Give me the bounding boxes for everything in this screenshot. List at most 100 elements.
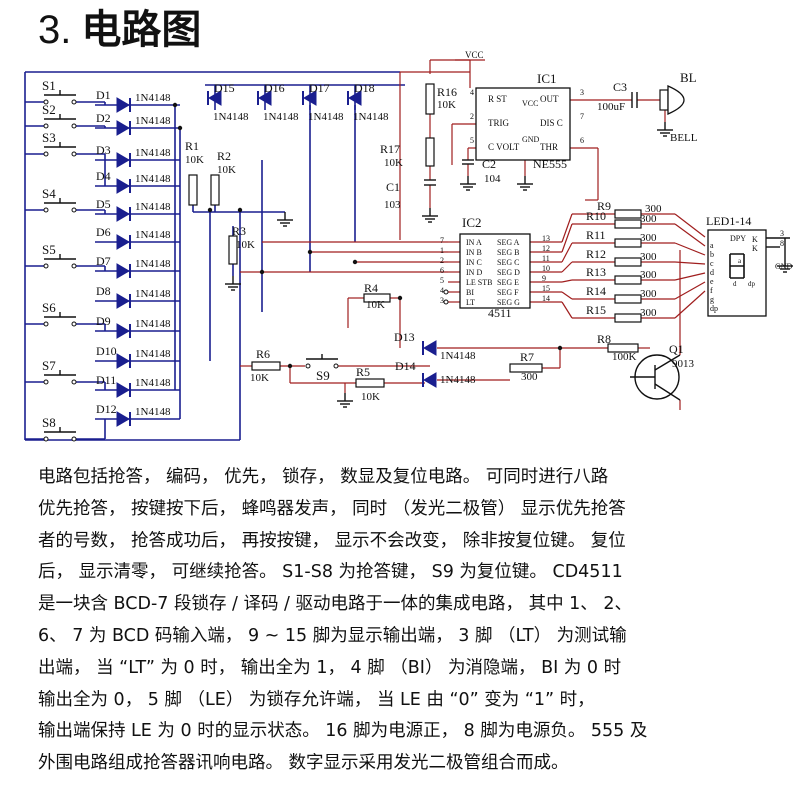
r17-value: 10K — [384, 157, 403, 169]
switch-8-contact — [71, 436, 77, 442]
ic2-pin-number: 3 — [440, 296, 444, 305]
ic1-name: IC1 — [537, 71, 557, 86]
diode-d5 — [116, 206, 130, 222]
pin-bubble — [443, 289, 449, 295]
switch-2-contact — [43, 123, 49, 129]
wire — [561, 213, 573, 243]
diode-part-label: 1N4148 — [135, 115, 171, 127]
seg-resistor-value: 300 — [640, 288, 657, 300]
junction-dot — [259, 269, 265, 275]
ic2-pin-label: SEG A — [497, 238, 520, 247]
led-segment-label: b — [710, 250, 714, 259]
ic2-pin-label: IN D — [466, 268, 482, 277]
description-line: 6、 7 为 BCD 码输入端， 9 ~ 15 脚为显示输出端， 3 脚 （LT… — [38, 625, 627, 646]
switch-2-contact — [71, 123, 77, 129]
ic2-pin-number: 6 — [440, 266, 444, 275]
r5-label: R5 — [356, 365, 370, 379]
wire — [674, 223, 706, 247]
junction-dot — [172, 102, 178, 108]
seg-resistor-value: 300 — [640, 213, 657, 225]
ic1-pin-label: THR — [540, 142, 558, 152]
switch-3-contact — [71, 151, 77, 157]
diode-label: D17 — [309, 81, 330, 95]
section-number: 3. — [38, 8, 72, 52]
led-segment-label: f — [710, 286, 713, 295]
junction-dot — [307, 249, 313, 255]
bell-label: BELL — [670, 132, 698, 144]
resistor — [614, 313, 642, 323]
diode-part-label: 1N4148 — [135, 318, 171, 330]
wire — [561, 242, 573, 263]
diode-label: D16 — [264, 81, 285, 95]
seg-resistor-value: 300 — [640, 251, 657, 263]
diode-part-label: 1N4148 — [135, 229, 171, 241]
ic2-pin-number: 4 — [440, 286, 444, 295]
led-segment-label: d — [710, 268, 714, 277]
ic2-pin-number: 9 — [542, 274, 546, 283]
r3-label: R3 — [232, 224, 246, 238]
seg-resistor-label: R9 — [597, 199, 611, 213]
r6-value: 10K — [250, 372, 269, 384]
r4-value: 10K — [366, 299, 385, 311]
c2-label: C2 — [482, 157, 496, 171]
description-line: 输出端保持 LE 为 0 时的显示状态。 16 脚为电源正， 8 脚为电源负。 … — [38, 721, 648, 742]
diode-part-label: 1N4148 — [135, 147, 171, 159]
c1-label: C1 — [386, 180, 400, 194]
ic2-pin-label: IN C — [466, 258, 482, 267]
resistor — [614, 257, 642, 267]
switch-1-contact — [43, 99, 49, 105]
led-inner-label: dp — [748, 280, 756, 288]
diode-d2 — [116, 120, 130, 136]
ic2-pin-number: 2 — [440, 256, 444, 265]
ic1-pin-label: C VOLT — [488, 142, 520, 152]
led-pin-number: 8 — [780, 239, 784, 248]
switch-4-contact — [71, 207, 77, 213]
diode-part-label: 1N4148 — [135, 201, 171, 213]
section-title: 电路图 — [81, 7, 202, 53]
description-line: 者的号数， 抢答成功后， 再按按键， 显示不会改变， 除非按复位键。 复位 — [38, 530, 626, 551]
r16-label: R16 — [437, 85, 457, 99]
r1-label: R1 — [185, 139, 199, 153]
diode-d8 — [116, 293, 130, 309]
resistor — [355, 378, 385, 388]
led-body — [707, 229, 767, 317]
ic2-pin-number: 13 — [542, 234, 550, 243]
r7-label: R7 — [520, 350, 534, 364]
seg-resistor-label: R13 — [586, 265, 606, 279]
wire — [674, 213, 706, 238]
ic2-pin-number: 10 — [542, 264, 550, 273]
d13-label: D13 — [394, 330, 415, 344]
diode-d10 — [116, 353, 130, 369]
ic2-pin-number: 12 — [542, 244, 550, 253]
switch-7-contact — [43, 379, 49, 385]
switch-5-contact — [43, 263, 49, 269]
ic2-pin-label: SEG G — [497, 298, 520, 307]
switch-6-contact — [71, 321, 77, 327]
description-line: 外围电路组成抢答器讯响电路。 数字显示采用发光二极管组合而成。 — [38, 753, 569, 774]
r2-label: R2 — [217, 149, 231, 163]
diode-d17 — [303, 90, 317, 106]
q1-part: 9013 — [672, 358, 695, 370]
resistor — [251, 361, 281, 371]
ic2-pin-label: LT — [466, 298, 475, 307]
r4-label: R4 — [364, 281, 378, 295]
diode-label: D8 — [96, 284, 111, 298]
resistor — [614, 209, 642, 219]
switch-label: S8 — [42, 415, 56, 430]
diode-label: D12 — [96, 402, 117, 416]
diode-d11 — [116, 382, 130, 398]
ic2-pin-label: LE STB — [466, 278, 492, 287]
seg-resistor-value: 300 — [640, 269, 657, 281]
junction-dot — [177, 125, 183, 131]
diode-part-label: 1N4148 — [263, 111, 299, 123]
diode-d1 — [116, 97, 130, 113]
diode-part-label: 1N4148 — [135, 258, 171, 270]
vcc-label: VCC — [465, 50, 484, 60]
wire — [561, 301, 573, 319]
seg-resistor-label: R10 — [586, 209, 606, 223]
diode-part-label: 1N4148 — [135, 377, 171, 389]
ic2-pin-label: SEG B — [497, 248, 519, 257]
ic2-pin-label: BI — [466, 288, 474, 297]
ic1-pin-number: 5 — [470, 136, 474, 145]
